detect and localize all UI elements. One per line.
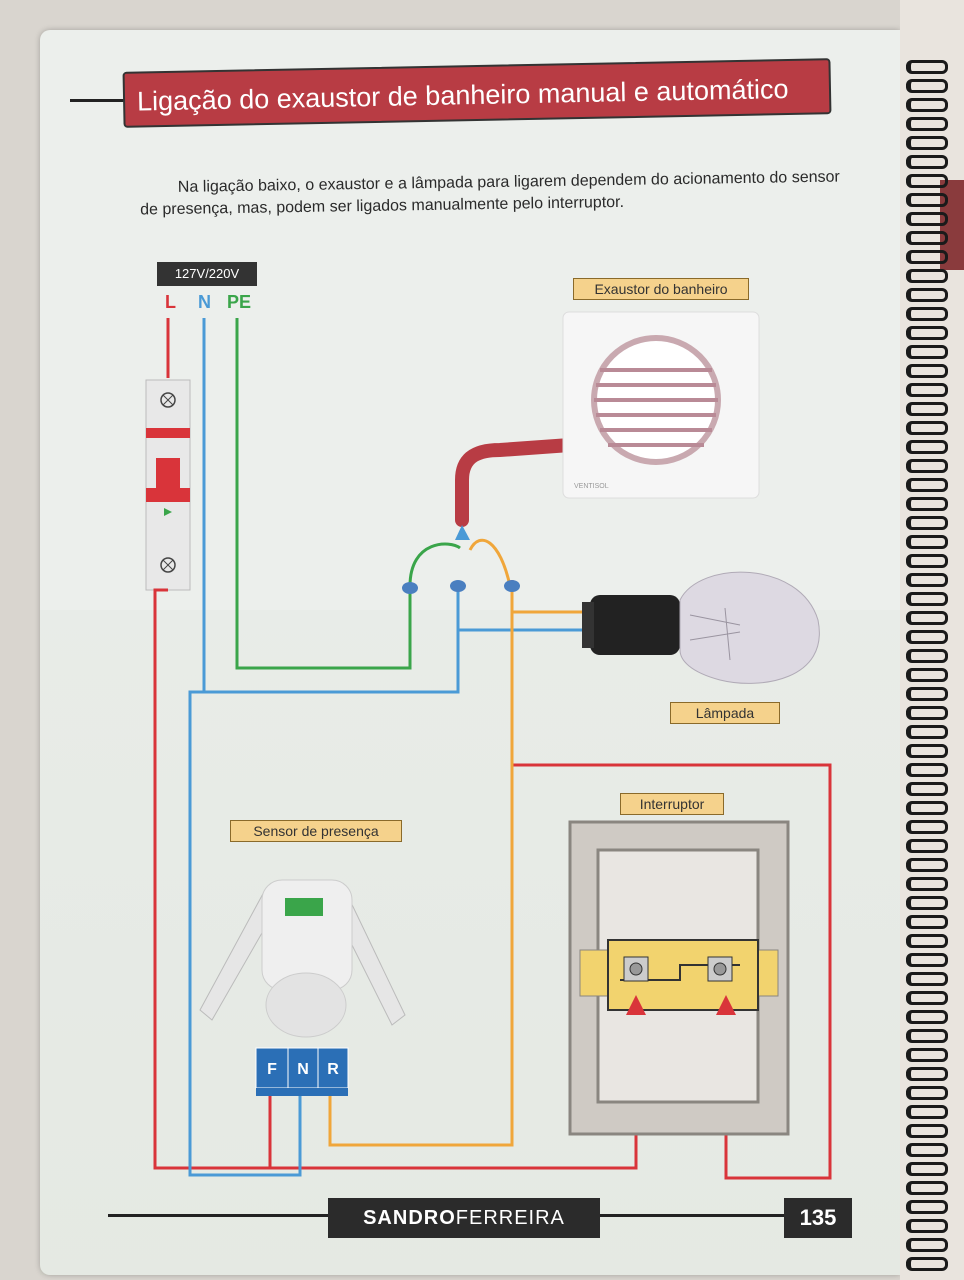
circuit-breaker [145,379,191,591]
spiral-coil [906,1257,948,1271]
spiral-coil [906,440,948,454]
spiral-coil [906,269,948,283]
spiral-coil [906,79,948,93]
spiral-coil [906,573,948,587]
footer-rule-right [594,1214,784,1217]
spiral-coil [906,345,948,359]
terminal-f: F [267,1061,277,1078]
spiral-coil [906,725,948,739]
spiral-coil [906,98,948,112]
spiral-coil [906,858,948,872]
spiral-coil [906,364,948,378]
spiral-coil [906,1162,948,1176]
author-first: SANDRO [363,1207,456,1229]
neutral-label: N [198,292,211,312]
spiral-coil [906,307,948,321]
lamp-label: Lâmpada [670,702,780,724]
light-switch [568,820,790,1136]
spiral-coil [906,535,948,549]
spiral-coil [906,117,948,131]
spiral-coil [906,763,948,777]
fan-cable [455,438,577,527]
spiral-coil [906,554,948,568]
spiral-coil [906,60,948,74]
spiral-coil [906,877,948,891]
spiral-coil [906,1238,948,1252]
spiral-coil [906,706,948,720]
spiral-coil [906,516,948,530]
page-number: 135 [784,1198,852,1238]
sensor-label: Sensor de presença [230,820,402,842]
fan-label: Exaustor do banheiro [573,278,749,300]
earth-label: PE [227,292,252,312]
exhaust-fan: VENTISOL [562,311,760,499]
spiral-coil [906,896,948,910]
spiral-coil [906,1067,948,1081]
spiral-coil [906,231,948,245]
spiral-coil [906,1029,948,1043]
lamp [582,571,820,684]
spiral-coil [906,1200,948,1214]
spiral-coil [906,1086,948,1100]
spiral-coil [906,174,948,188]
spiral-coil [906,592,948,606]
spiral-coil [906,1124,948,1138]
spiral-coil [906,212,948,226]
spiral-coil [906,630,948,644]
spiral-coil [906,668,948,682]
spiral-coil [906,402,948,416]
spiral-coil [906,1105,948,1119]
spiral-coil [906,478,948,492]
neutral-wires [188,318,596,1177]
spiral-coil [906,801,948,815]
terminal-n: N [297,1061,309,1078]
spiral-coil [906,155,948,169]
spiral-coil [906,383,948,397]
spiral-coil [906,782,948,796]
sensor-terminals: F N R [255,1047,349,1096]
spiral-coil [906,839,948,853]
spiral-coil [906,820,948,834]
spiral-binding [900,0,964,1280]
spiral-coil [906,1048,948,1062]
spiral-coil [906,953,948,967]
spiral-coil [906,744,948,758]
wire-connectors [402,580,520,594]
spiral-coil [906,250,948,264]
fan-brand: VENTISOL [574,483,609,490]
spiral-coil [906,934,948,948]
author-brand: SANDROFERREIRA [328,1198,600,1238]
spiral-coil [906,972,948,986]
spiral-coil [906,1219,948,1233]
voltage-label: 127V/220V [157,262,257,286]
spiral-coil [906,288,948,302]
spiral-coil [906,497,948,511]
spiral-coil [906,687,948,701]
spiral-coil [906,611,948,625]
spiral-coil [906,1181,948,1195]
spiral-coil [906,1143,948,1157]
spiral-coil [906,1010,948,1024]
spiral-coil [906,326,948,340]
earth-wire [235,318,461,670]
presence-sensor [199,879,406,1038]
title-rule [70,99,130,102]
switch-label: Interruptor [620,793,724,815]
spiral-coil [906,459,948,473]
spiral-coil [906,136,948,150]
footer-rule-left [108,1214,330,1217]
terminal-r: R [327,1061,339,1078]
spiral-coil [906,421,948,435]
phase-label: L [165,292,176,312]
author-last: FERREIRA [455,1207,565,1229]
spiral-coil [906,193,948,207]
spiral-coil [906,991,948,1005]
spiral-coil [906,649,948,663]
spiral-coil [906,915,948,929]
